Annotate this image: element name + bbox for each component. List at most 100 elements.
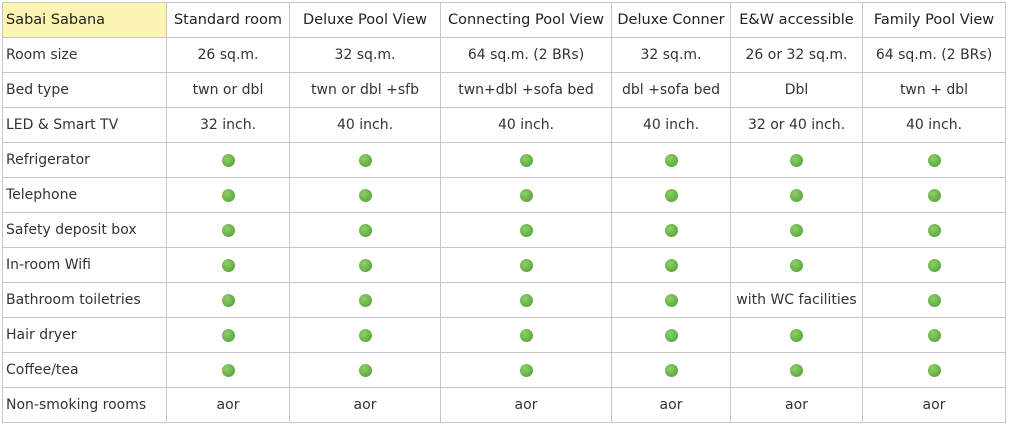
- table-cell: aor: [862, 387, 1006, 423]
- available-check-icon: [664, 363, 678, 377]
- table-cell: [166, 282, 290, 318]
- table-cell: 32 inch.: [166, 107, 290, 143]
- table-row: Coffee/tea: [2, 352, 1006, 388]
- table-cell: [862, 177, 1006, 213]
- table-cell: 32 or 40 inch.: [730, 107, 863, 143]
- table-cell: [166, 317, 290, 353]
- available-check-icon: [927, 188, 941, 202]
- table-cell: [730, 142, 863, 178]
- table-cell: [440, 247, 612, 283]
- table-cell: [440, 317, 612, 353]
- table-cell: [730, 352, 863, 388]
- available-check-icon: [519, 258, 533, 272]
- available-check-icon: [790, 188, 803, 202]
- table-cell: [289, 247, 441, 283]
- table-cell: [862, 317, 1006, 353]
- available-check-icon: [664, 188, 678, 202]
- column-header-room-type: Deluxe Pool View: [289, 2, 441, 38]
- table-cell: [611, 247, 731, 283]
- available-check-icon: [927, 328, 941, 342]
- available-check-icon: [358, 153, 372, 167]
- table-cell: twn or dbl: [166, 72, 290, 108]
- available-check-icon: [790, 328, 803, 342]
- table-row: Telephone: [2, 177, 1006, 213]
- table-cell: [611, 212, 731, 248]
- available-check-icon: [519, 223, 533, 237]
- available-check-icon: [221, 328, 235, 342]
- hotel-name-cell: Sabai Sabana: [2, 2, 167, 38]
- available-check-icon: [519, 153, 533, 167]
- table-cell: aor: [611, 387, 731, 423]
- table-cell: aor: [730, 387, 863, 423]
- table-cell: [166, 212, 290, 248]
- available-check-icon: [664, 153, 678, 167]
- table-cell: [862, 247, 1006, 283]
- table-cell: [289, 177, 441, 213]
- available-check-icon: [790, 258, 803, 272]
- available-check-icon: [221, 363, 235, 377]
- available-check-icon: [927, 223, 941, 237]
- column-header-room-type: Family Pool View: [862, 2, 1006, 38]
- available-check-icon: [221, 293, 235, 307]
- available-check-icon: [519, 293, 533, 307]
- table-cell: 40 inch.: [289, 107, 441, 143]
- available-check-icon: [221, 258, 235, 272]
- table-cell: [166, 142, 290, 178]
- row-label: Hair dryer: [2, 317, 167, 353]
- table-cell: [862, 212, 1006, 248]
- table-cell: [730, 317, 863, 353]
- available-check-icon: [221, 223, 235, 237]
- table-cell: aor: [289, 387, 441, 423]
- available-check-icon: [358, 188, 372, 202]
- available-check-icon: [519, 328, 533, 342]
- available-check-icon: [221, 188, 235, 202]
- table-cell: 40 inch.: [440, 107, 612, 143]
- table-cell: Dbl: [730, 72, 863, 108]
- table-cell: [289, 352, 441, 388]
- row-label: Bed type: [2, 72, 167, 108]
- table-cell: aor: [166, 387, 290, 423]
- row-label: Bathroom toiletries: [2, 282, 167, 318]
- available-check-icon: [664, 223, 678, 237]
- table-cell: [611, 177, 731, 213]
- available-check-icon: [664, 258, 678, 272]
- available-check-icon: [790, 153, 803, 167]
- table-cell: [440, 177, 612, 213]
- table-cell: 64 sq.m. (2 BRs): [862, 37, 1006, 73]
- table-cell: [440, 142, 612, 178]
- table-cell: [730, 177, 863, 213]
- available-check-icon: [790, 363, 803, 377]
- available-check-icon: [664, 293, 678, 307]
- row-label: LED & Smart TV: [2, 107, 167, 143]
- available-check-icon: [927, 293, 941, 307]
- table-cell: [166, 352, 290, 388]
- table-cell: twn+dbl +sofa bed: [440, 72, 612, 108]
- available-check-icon: [519, 188, 533, 202]
- row-label: Coffee/tea: [2, 352, 167, 388]
- table-cell: [166, 177, 290, 213]
- table-cell: aor: [440, 387, 612, 423]
- table-cell: 40 inch.: [862, 107, 1006, 143]
- column-header-room-type: Standard room: [166, 2, 290, 38]
- available-check-icon: [927, 363, 941, 377]
- table-cell: [611, 317, 731, 353]
- available-check-icon: [519, 363, 533, 377]
- table-cell: [289, 282, 441, 318]
- column-header-room-type: Connecting Pool View: [440, 2, 612, 38]
- table-cell: [166, 247, 290, 283]
- table-cell: [289, 317, 441, 353]
- table-row: Refrigerator: [2, 142, 1006, 178]
- available-check-icon: [358, 258, 372, 272]
- table-cell: [862, 352, 1006, 388]
- table-cell: [289, 142, 441, 178]
- table-cell: [289, 212, 441, 248]
- table-cell: 26 sq.m.: [166, 37, 290, 73]
- table-row: In-room Wifi: [2, 247, 1006, 283]
- table-cell: 40 inch.: [611, 107, 731, 143]
- table-cell: [440, 282, 612, 318]
- table-cell: 32 sq.m.: [611, 37, 731, 73]
